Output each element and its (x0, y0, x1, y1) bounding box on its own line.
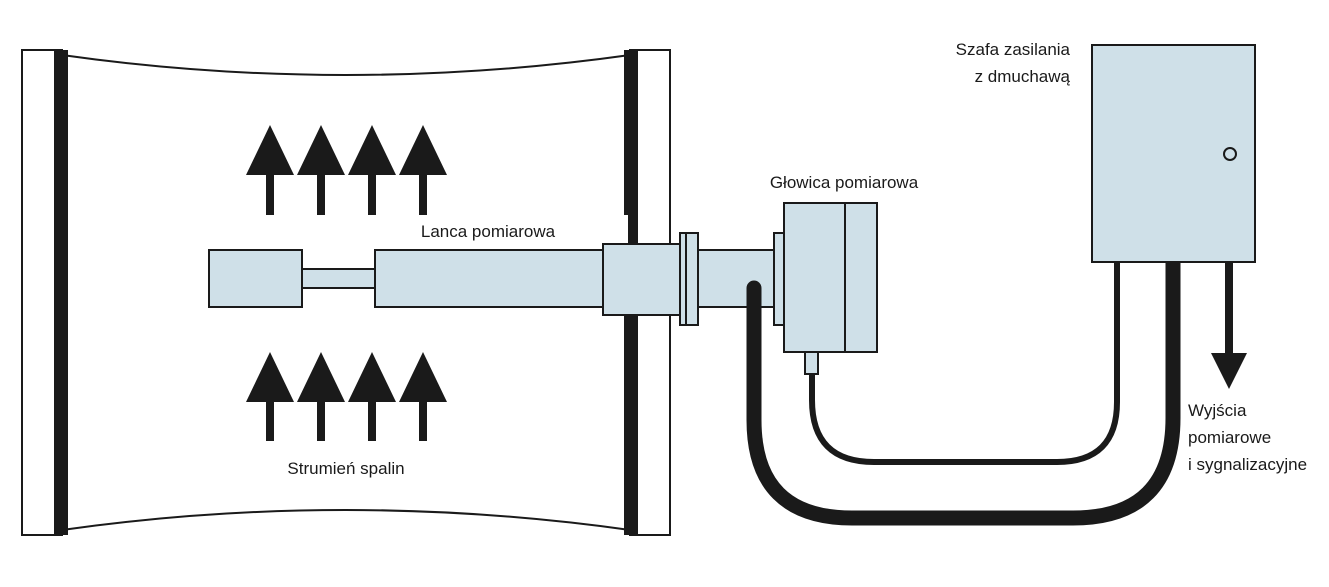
duct-right-wall-bottom (624, 315, 638, 535)
up-arrow-icon (348, 352, 396, 441)
lance-extension (697, 249, 775, 308)
outputs-label-line2: pomiarowe (1188, 428, 1271, 447)
measuring-lance (208, 232, 775, 326)
duct-right-wall-mid (628, 215, 638, 245)
power-cabinet (1091, 44, 1256, 263)
up-arrow-icon (297, 125, 345, 215)
lance-label: Lanca pomiarowa (421, 222, 556, 241)
signal-cable (809, 262, 1120, 465)
up-arrow-icon (348, 125, 396, 215)
flow-label: Strumień spalin (287, 459, 404, 478)
measuring-head (773, 202, 878, 375)
flow-arrows-bottom (246, 352, 447, 441)
outputs-label-line1: Wyjścia (1188, 401, 1247, 420)
flow-arrows-top (246, 125, 447, 215)
cabinet-label-line1: Szafa zasilania (956, 40, 1071, 59)
circle-handle-icon (1223, 147, 1237, 161)
head-label: Głowica pomiarowa (770, 173, 919, 192)
up-arrow-icon (399, 125, 447, 215)
lance-mount-sleeve (602, 243, 681, 316)
down-arrow-icon (1211, 262, 1247, 389)
thick-supply-hose (746, 254, 1181, 526)
lance-tip (208, 249, 303, 308)
outputs-label-line3: i sygnalizacyjne (1188, 455, 1307, 474)
head-body (783, 202, 878, 353)
lance-body (374, 249, 605, 308)
up-arrow-icon (246, 352, 294, 441)
head-connector (804, 351, 819, 375)
duct-left-wall (54, 50, 68, 535)
cabinet-label-line2: z dmuchawą (975, 67, 1071, 86)
lance-neck (301, 268, 376, 289)
up-arrow-icon (399, 352, 447, 441)
up-arrow-icon (246, 125, 294, 215)
duct-right-wall-top (624, 50, 638, 215)
up-arrow-icon (297, 352, 345, 441)
lance-flange (679, 232, 699, 326)
head-flange (773, 232, 785, 326)
cabinet-body (1091, 44, 1256, 263)
